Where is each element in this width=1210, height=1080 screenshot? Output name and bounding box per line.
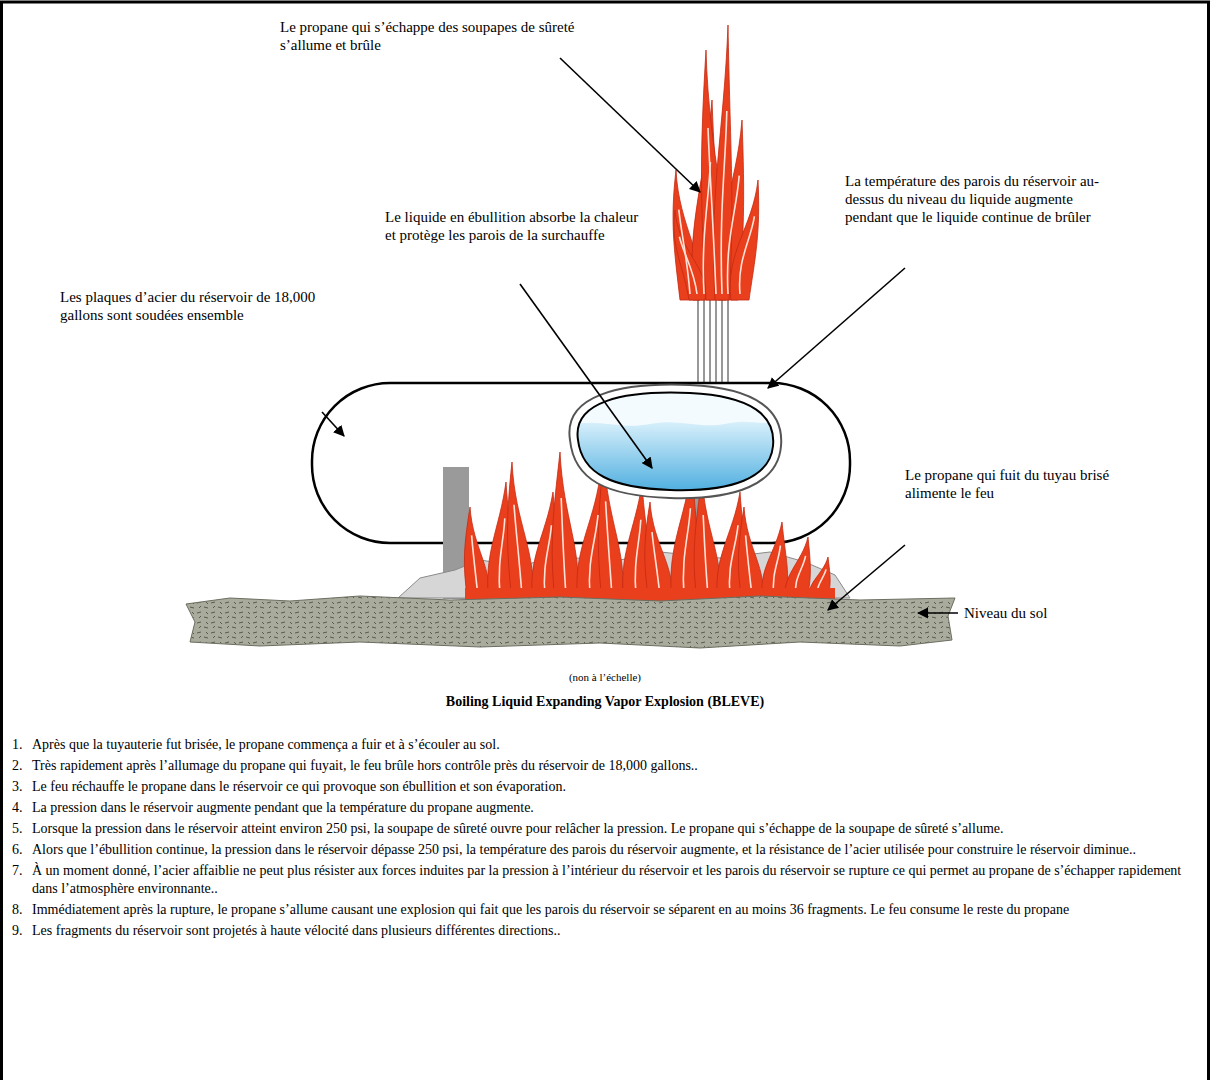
leader-lines — [322, 58, 958, 613]
flame-highlight — [561, 498, 566, 596]
leader-line — [322, 412, 344, 436]
callout-text: Le propane qui s’échappe des soupapes de… — [280, 18, 580, 54]
flame-highlight — [514, 505, 522, 596]
relief-pipes — [698, 292, 728, 386]
flame-highlight — [721, 111, 727, 294]
leader-line — [828, 545, 905, 610]
flame — [674, 210, 706, 300]
callout-text: Les plaques d’acier du réservoir de 18,0… — [60, 288, 322, 324]
flame-highlight — [472, 535, 478, 596]
step-number: 8. — [12, 901, 32, 919]
callout-text: Le liquide en ébullition absorbe la chal… — [385, 208, 640, 244]
step-number: 1. — [12, 736, 32, 754]
step-number: 9. — [12, 922, 32, 940]
flame — [645, 502, 672, 602]
flame-highlight — [729, 525, 738, 596]
callout-text: La température des parois du réservoir a… — [845, 172, 1107, 226]
caption-note: (non à l’échelle) — [455, 668, 755, 686]
step-number: 6. — [12, 841, 32, 859]
step-text: Lorsque la pression dans le réservoir at… — [32, 820, 1198, 838]
step-number: 2. — [12, 757, 32, 775]
step-text: Le feu réchauffe le propane dans le rése… — [32, 778, 1198, 796]
flame — [738, 507, 763, 602]
step-text: Très rapidement après l’allumage du prop… — [32, 757, 1198, 775]
callout-text: Le propane qui fuit du tuyau brisé alime… — [905, 466, 1150, 502]
step-number: 5. — [12, 820, 32, 838]
ground — [186, 596, 955, 648]
step-row: 1.Après que la tuyauterie fut brisée, le… — [12, 736, 1198, 754]
step-row: 8.Immédiatement après la rupture, le pro… — [12, 901, 1198, 919]
flame-highlight — [683, 508, 690, 596]
step-row: 5.Lorsque la pression dans le réservoir … — [12, 820, 1198, 838]
flame-highlight — [679, 237, 697, 294]
step-number: 7. — [12, 862, 32, 898]
flame-highlight — [740, 216, 755, 294]
flame-highlight — [635, 520, 641, 596]
flame-highlight — [708, 128, 716, 294]
callout-text: Niveau du sol — [964, 604, 1164, 622]
leader-line — [768, 268, 905, 388]
step-row: 7.À un moment donné, l’acier affaiblie n… — [12, 862, 1198, 898]
step-row: 9.Les fragments du réservoir sont projet… — [12, 922, 1198, 940]
flame-highlight — [589, 515, 598, 596]
flame-highlight — [544, 525, 551, 596]
propane-tank — [312, 383, 850, 543]
flame-highlight — [728, 176, 740, 294]
step-number: 4. — [12, 799, 32, 817]
flame-highlight — [703, 162, 710, 294]
step-list: 1.Après que la tuyauterie fut brisée, le… — [12, 736, 1198, 943]
flame — [508, 462, 533, 602]
step-text: La pression dans le réservoir augmente p… — [32, 799, 1198, 817]
flame — [714, 25, 732, 300]
boiling-liquid — [569, 385, 785, 500]
relief-valve-flame — [673, 25, 759, 300]
step-text: Immédiatement après la rupture, le propa… — [32, 901, 1198, 919]
flame-highlight — [652, 532, 660, 596]
step-number: 3. — [12, 778, 32, 796]
flame — [730, 180, 759, 300]
flame-highlight — [703, 515, 708, 596]
flame-highlight — [606, 501, 612, 596]
leader-line — [560, 58, 700, 192]
leader-line — [520, 284, 652, 468]
flame — [464, 507, 489, 602]
step-text: À un moment donné, l’acier affaiblie ne … — [32, 862, 1198, 898]
flame-highlight — [499, 518, 505, 596]
step-row: 6.Alors que l’ébullition continue, la pr… — [12, 841, 1198, 859]
step-text: Les fragments du réservoir sont projetés… — [32, 922, 1198, 940]
step-row: 4.La pression dans le réservoir augmente… — [12, 799, 1198, 817]
flame-highlight — [746, 535, 752, 596]
step-text: Alors que l’ébullition continue, la pres… — [32, 841, 1198, 859]
step-text: Après que la tuyauterie fut brisée, le p… — [32, 736, 1198, 754]
flame — [552, 452, 578, 602]
step-row: 2.Très rapidement après l’allumage du pr… — [12, 757, 1198, 775]
step-row: 3.Le feu réchauffe le propane dans le ré… — [12, 778, 1198, 796]
diagram-title: Boiling Liquid Expanding Vapor Explosion… — [205, 694, 1005, 710]
leader-line — [918, 612, 958, 614]
